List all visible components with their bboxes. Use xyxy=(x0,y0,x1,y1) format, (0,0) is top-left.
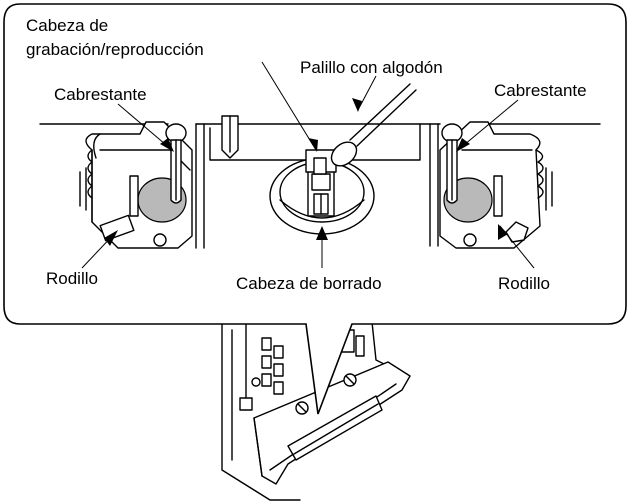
cassette-door xyxy=(253,361,411,485)
cotton-swab xyxy=(330,83,417,167)
recording-playback-head xyxy=(305,149,337,175)
label-erase-head: Cabeza de borrado xyxy=(236,274,382,293)
left-capstan xyxy=(165,123,187,204)
recorder-device xyxy=(221,321,411,501)
erase-head xyxy=(307,167,335,217)
label-roller-left: Rodillo xyxy=(46,269,98,288)
label-capstan-right: Cabrestante xyxy=(494,81,587,100)
right-capstan xyxy=(441,123,463,204)
device-buttons xyxy=(239,329,365,411)
label-cotton-swab: Palillo con algodón xyxy=(300,58,443,77)
tape-mechanism xyxy=(39,83,601,249)
label-roller-right: Rodillo xyxy=(498,274,550,293)
label-recording-head-line2: grabación/reproducción xyxy=(26,40,204,59)
labels: Cabeza de grabación/reproducción Palillo… xyxy=(26,16,587,293)
label-recording-head-line1: Cabeza de xyxy=(26,16,108,35)
label-capstan-left: Cabrestante xyxy=(54,85,147,104)
arrowheads xyxy=(104,98,508,246)
left-roller-assembly xyxy=(79,121,193,249)
